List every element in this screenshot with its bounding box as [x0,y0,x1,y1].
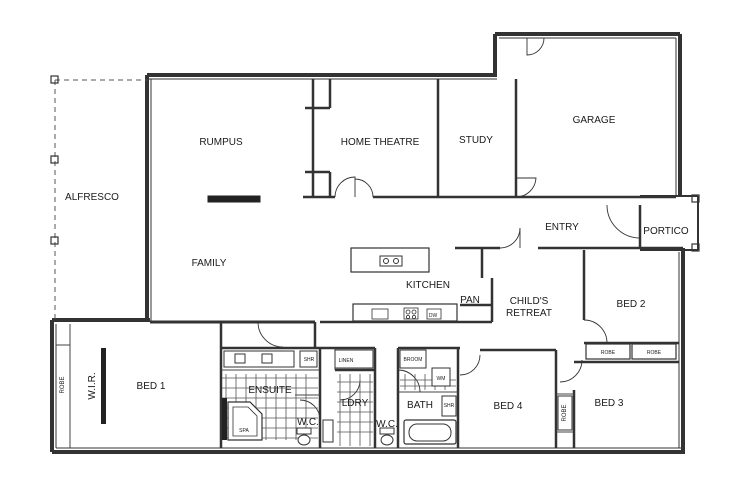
spa-bath [227,401,263,441]
robe-bed2-b-box [631,343,677,360]
alfresco-outline [50,75,700,320]
room-kitchen: KITCHEN [406,280,450,291]
room-childs-retreat-line2: RETREAT [506,308,552,319]
door-swings [257,37,641,421]
room-rumpus: RUMPUS [199,137,243,148]
bathtub [403,419,457,445]
room-bed1: BED 1 [137,381,166,392]
room-entry: ENTRY [545,222,579,233]
room-pan: PAN [460,295,480,306]
room-wc-ensuite: W.C. [297,417,319,428]
room-wc: W.C. [376,419,398,430]
label-robe-bed4: ROBE [562,404,568,421]
robe-bed4-box [557,395,573,431]
kitchen-island [350,247,430,273]
linen-cupboard [334,349,374,369]
label-spa: SPA [239,428,249,434]
room-garage: GARAGE [573,115,616,126]
label-wm: WM [437,376,446,382]
label-linen: LINEN [339,358,354,364]
label-robe-bed2-b: ROBE [647,350,662,356]
room-portico: PORTICO [643,226,689,237]
label-robe-bed2-a: ROBE [601,350,616,356]
robe-bed2-a-box [585,343,631,360]
bath-vanity [441,395,457,417]
room-study: STUDY [459,135,493,146]
room-alfresco: ALFRESCO [65,192,119,203]
toilets [296,419,395,446]
label-shr-ensuite: SHR [304,357,315,363]
room-bed4: BED 4 [494,401,523,412]
room-ldry: LDRY [342,398,369,409]
room-bath: BATH [407,400,433,411]
wm-box [431,367,451,387]
interior-walls [219,79,683,448]
room-family: FAMILY [192,258,227,269]
broom-cupboard [399,349,427,369]
vanity-basins [223,350,318,368]
room-bed3: BED 3 [595,398,624,409]
fireplace-icon [207,195,261,203]
room-home-theatre: HOME THEATRE [341,137,420,148]
label-robe-bed1: ROBE [60,376,66,393]
room-ensuite: ENSUITE [248,385,292,396]
room-childs-retreat-line1: CHILD'S [510,296,549,307]
kitchen-bench [352,303,458,322]
room-wir: W.I.R. [87,372,98,399]
wall-fill [222,398,227,440]
label-dw: DW [429,313,438,319]
label-shr-bath: SHR [444,403,455,409]
wir-rail-icon [101,348,106,424]
label-broom: BROOM [404,357,423,363]
room-bed2: BED 2 [617,299,646,310]
